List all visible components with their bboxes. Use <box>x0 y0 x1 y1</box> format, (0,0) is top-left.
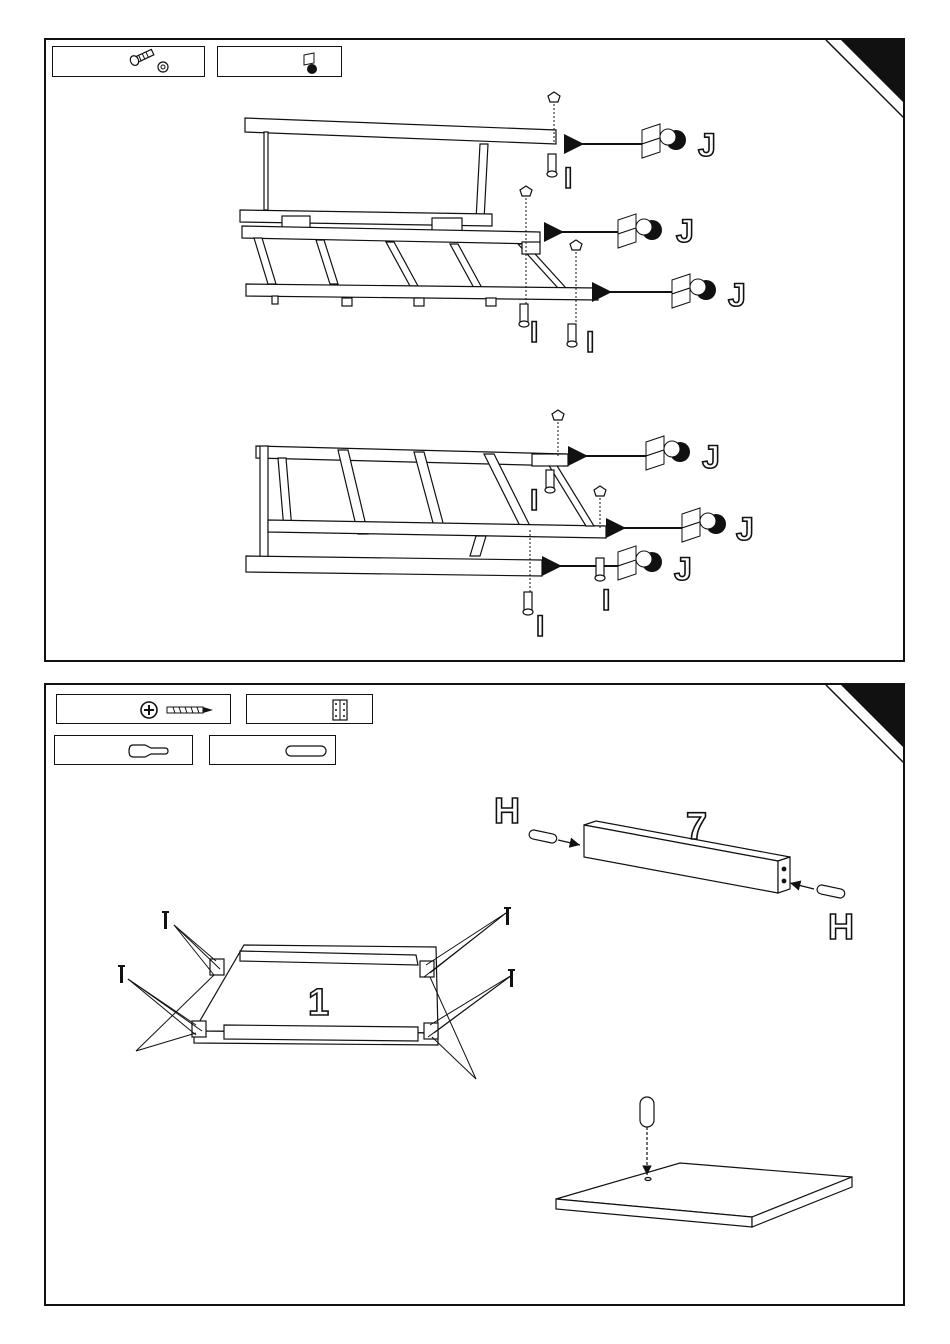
part-label-i: I <box>536 610 544 643</box>
part-label-i: I <box>586 326 594 359</box>
part-label-i: I <box>564 162 572 195</box>
part-label-i: I <box>602 584 610 617</box>
step2-part-labels: 7 1 H H <box>46 685 905 1306</box>
board-label-7: 7 <box>686 806 707 848</box>
part-label-j: J <box>698 127 716 163</box>
assembly-step-1-panel: J J J J J J I I I I I I <box>44 38 905 662</box>
part-label-h: H <box>494 790 520 831</box>
part-label-i: I <box>530 484 538 517</box>
part-label-h: H <box>828 906 854 947</box>
part-label-j: J <box>674 551 692 587</box>
part-label-j: J <box>702 439 720 475</box>
step1-part-labels: J J J J J J I I I I I I <box>46 40 905 662</box>
board-label-1: 1 <box>308 982 329 1024</box>
assembly-step-2-panel: 7 1 H H <box>44 683 905 1306</box>
part-label-j: J <box>728 277 746 313</box>
part-label-i: I <box>530 316 538 349</box>
part-label-j: J <box>676 213 694 249</box>
part-label-j: J <box>736 511 754 547</box>
